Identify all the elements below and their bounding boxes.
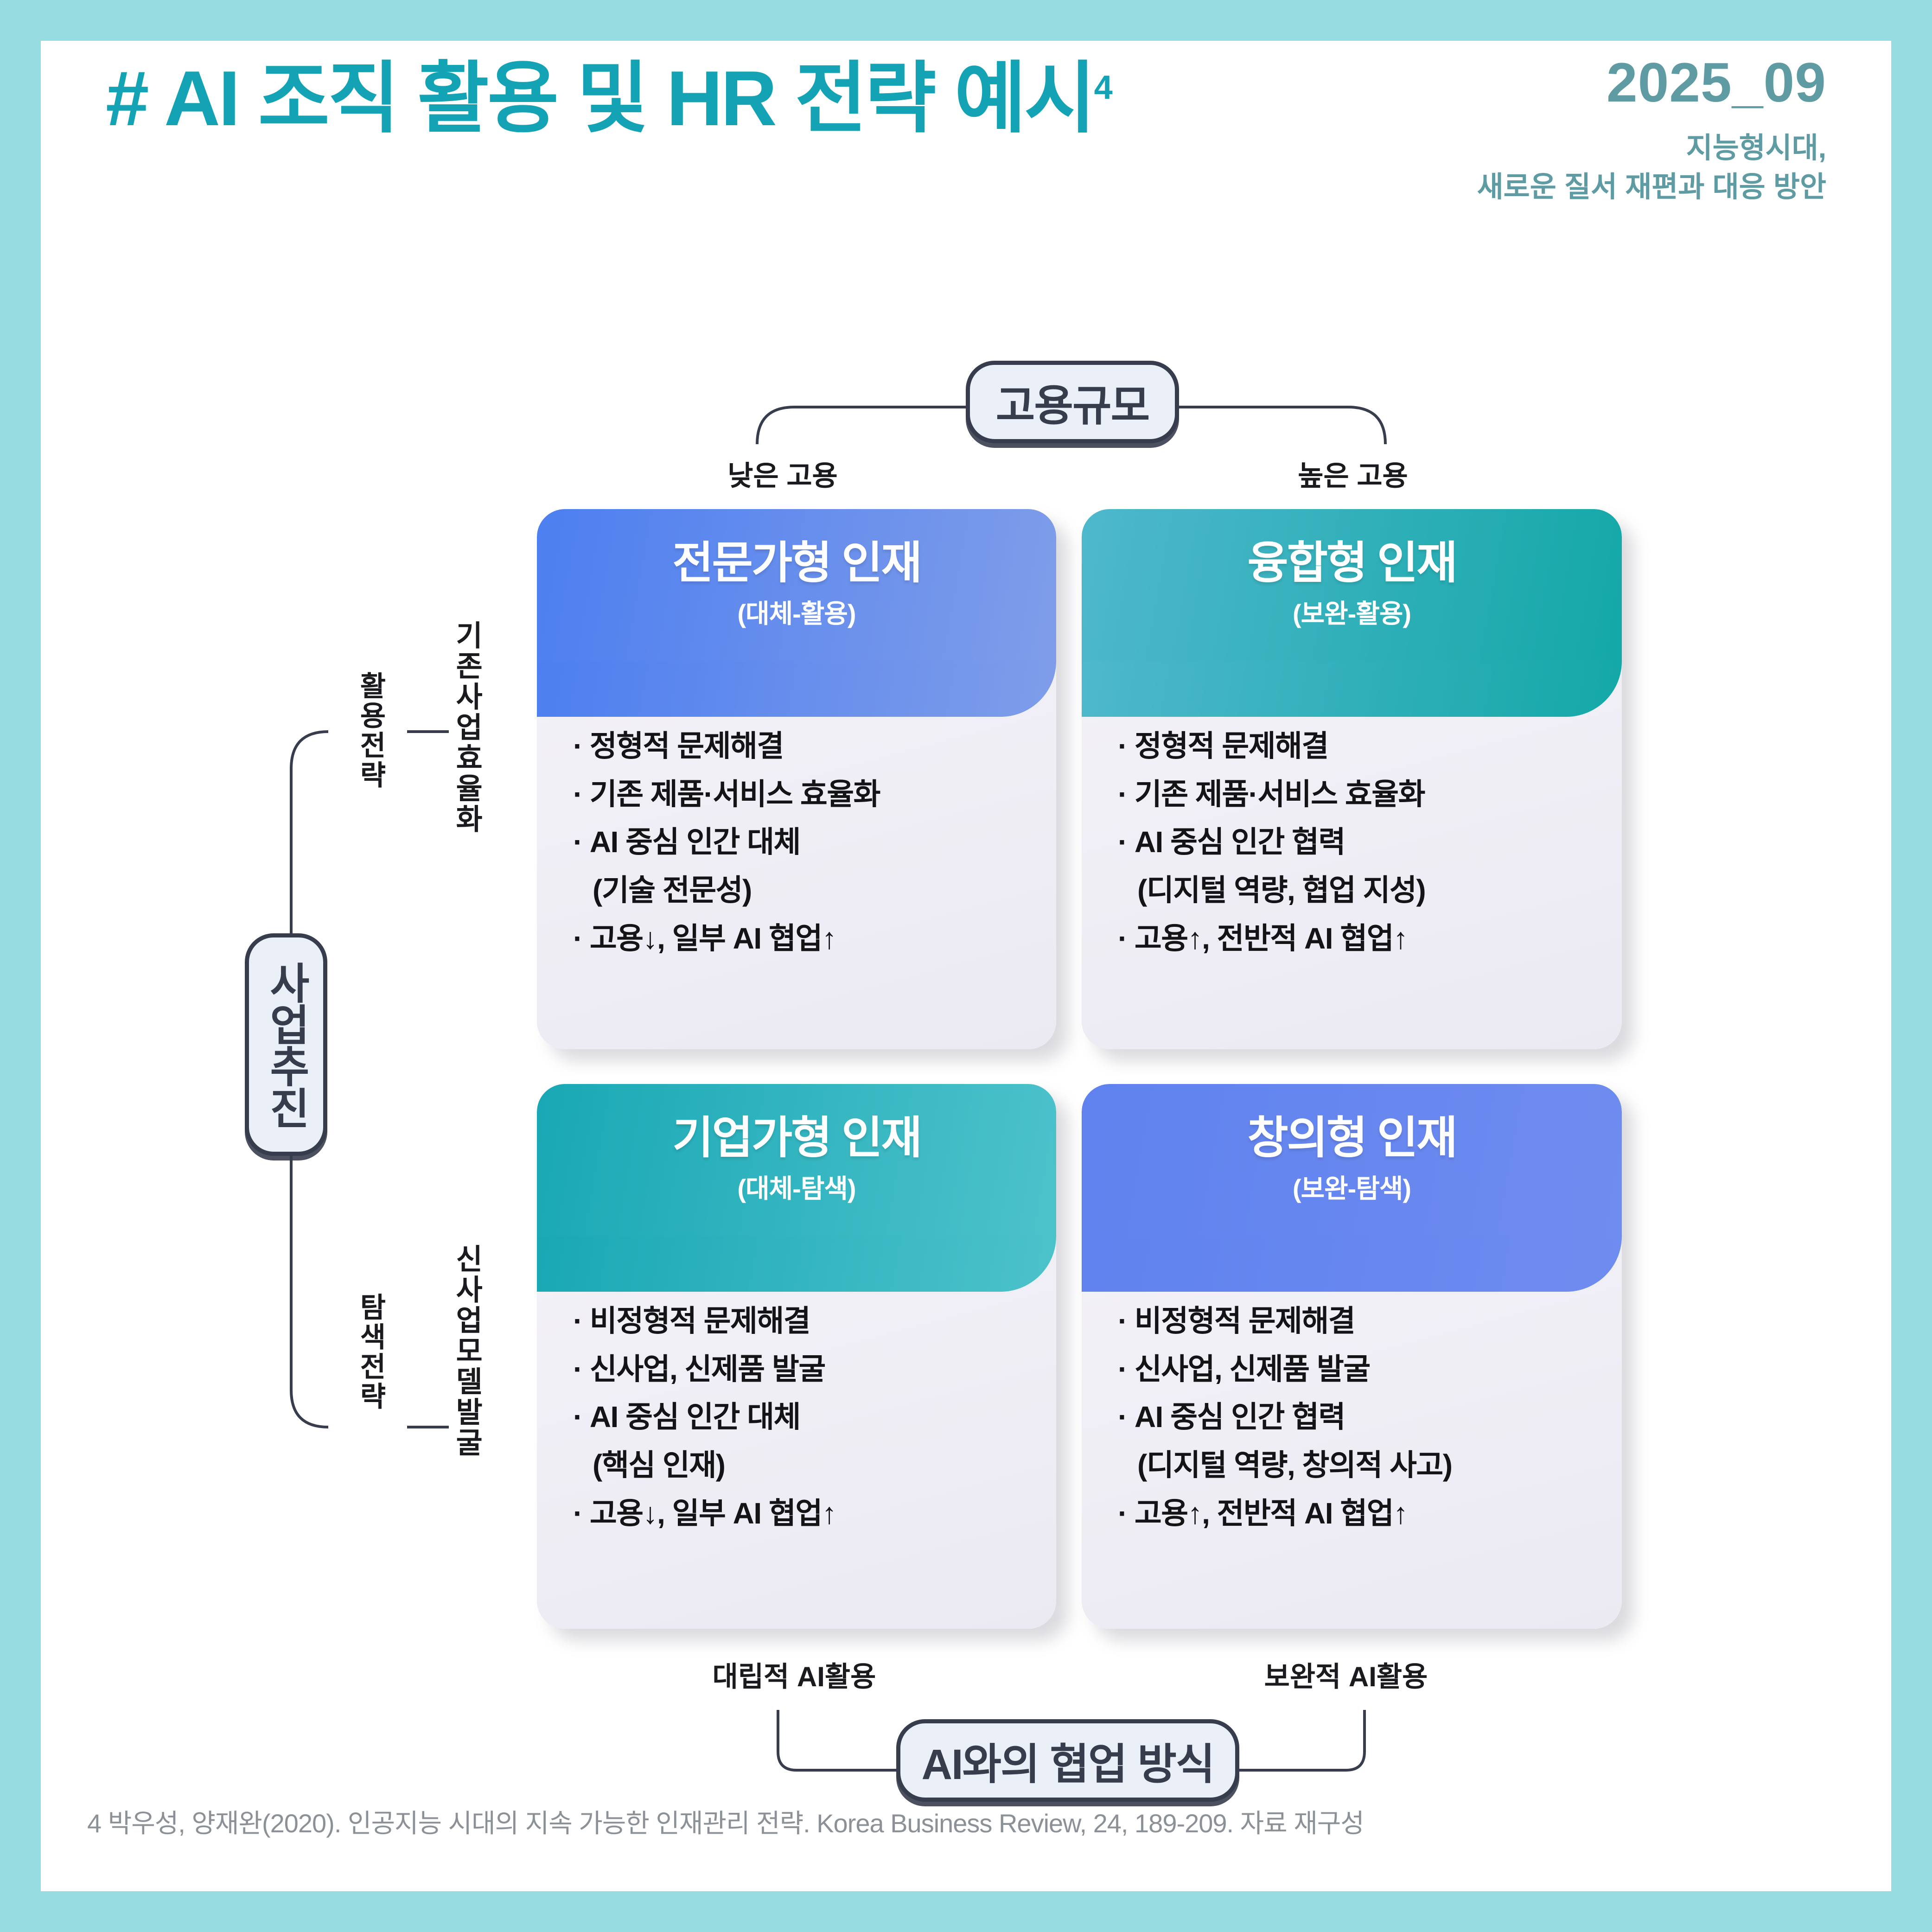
list-item-continuation: (핵심 인재) <box>573 1441 1028 1490</box>
page-title-text: # AI 조직 활용 및 HR 전략 예시 <box>106 55 1096 142</box>
bullet-dot-icon: · <box>573 777 583 811</box>
list-item-label: 정형적 문제해결 <box>1134 729 1329 763</box>
list-item-label: AI 중심 인간 협력 <box>1134 1400 1346 1434</box>
list-item-continuation: (디지털 역량, 창의적 사고) <box>1118 1441 1594 1490</box>
bullet-dot-icon: · <box>573 921 583 955</box>
bullet-dot-icon: · <box>1118 1400 1128 1434</box>
list-item-label: (핵심 인재) <box>593 1448 726 1482</box>
list-item-label: 신사업, 신제품 발굴 <box>589 1352 826 1386</box>
card-subtitle: (대체-탐색) <box>737 1173 856 1203</box>
card-title: 전문가형 인재 <box>672 538 922 588</box>
list-item-label: 기존 제품·서비스 효율화 <box>1134 777 1426 811</box>
list-item: ·정형적 문제해결 <box>1118 722 1594 771</box>
axis-badge-employment-scale: 고용규모 <box>966 361 1179 443</box>
list-item-label: 정형적 문제해결 <box>589 729 784 763</box>
header: # AI 조직 활용 및 HR 전략 예시4 2025_09 지능형시대, 새로… <box>41 41 1891 300</box>
list-item-continuation: (디지털 역량, 협업 지성) <box>1118 867 1594 915</box>
card-header: 융합형 인재 (보완-활용) <box>1082 509 1622 717</box>
bullet-dot-icon: · <box>1118 1304 1128 1338</box>
quadrant-card-expert-talent: 전문가형 인재 (대체-활용) ·정형적 문제해결 ·기존 제품·서비스 효율화… <box>537 509 1056 1049</box>
page-title: # AI 조직 활용 및 HR 전략 예시4 <box>106 59 1113 137</box>
card-header: 창의형 인재 (보완-탐색) <box>1082 1084 1622 1292</box>
axis-label-high-employment: 높은 고용 <box>1298 460 1408 491</box>
card-bullet-list: ·비정형적 문제해결 ·신사업, 신제품 발굴 ·AI 중심 인간 대체 (핵심… <box>537 1269 1056 1537</box>
poster-canvas: # AI 조직 활용 및 HR 전략 예시4 2025_09 지능형시대, 새로… <box>41 41 1891 1891</box>
card-header: 기업가형 인재 (대체-탐색) <box>537 1084 1056 1292</box>
bullet-dot-icon: · <box>573 1352 583 1386</box>
page-title-superscript: 4 <box>1094 69 1113 106</box>
list-item: ·AI 중심 인간 협력 <box>1118 818 1594 867</box>
list-item: ·기존 제품·서비스 효율화 <box>573 771 1028 819</box>
list-item: ·신사업, 신제품 발굴 <box>573 1345 1028 1394</box>
axis-badge-ai-collaboration-mode: AI와의 협업 방식 <box>896 1719 1239 1802</box>
axis-label-utilization-strategy: 활용전략 <box>355 671 386 790</box>
list-item: ·AI 중심 인간 대체 <box>573 818 1028 867</box>
list-item: ·신사업, 신제품 발굴 <box>1118 1345 1594 1394</box>
bullet-dot-icon: · <box>1118 825 1128 859</box>
list-item-label: 신사업, 신제품 발굴 <box>1134 1352 1371 1386</box>
card-subtitle: (보완-활용) <box>1292 599 1411 628</box>
bullet-dot-icon: · <box>573 729 583 763</box>
bullet-dot-icon: · <box>1118 777 1128 811</box>
axis-label-complementary-ai-use: 보완적 AI활용 <box>1264 1661 1428 1692</box>
list-item-label: 기존 제품·서비스 효율화 <box>589 777 881 811</box>
axis-label-new-business-model-discovery: 신사업모델발굴 <box>450 1244 483 1458</box>
card-title: 창의형 인재 <box>1247 1113 1457 1163</box>
bullet-dot-icon: · <box>573 825 583 859</box>
list-item: ·비정형적 문제해결 <box>1118 1297 1594 1345</box>
list-item: ·기존 제품·서비스 효율화 <box>1118 771 1594 819</box>
card-bullet-list: ·비정형적 문제해결 ·신사업, 신제품 발굴 ·AI 중심 인간 협력 (디지… <box>1082 1269 1622 1537</box>
bullet-dot-icon: · <box>1118 729 1128 763</box>
axis-label-low-employment: 낮은 고용 <box>727 460 838 491</box>
list-item-label: 고용↓, 일부 AI 협업↑ <box>589 921 837 955</box>
list-item-label: 비정형적 문제해결 <box>589 1304 811 1338</box>
list-item-label: AI 중심 인간 대체 <box>589 825 801 859</box>
card-title: 기업가형 인재 <box>672 1113 922 1163</box>
axis-badge-business-promotion: 사업추진 <box>245 933 327 1156</box>
list-item: ·정형적 문제해결 <box>573 722 1028 771</box>
list-item: ·고용↓, 일부 AI 협업↑ <box>573 1490 1028 1538</box>
axis-label-existing-business-efficiency: 기존사업효율화 <box>450 620 483 835</box>
list-item-label: 고용↑, 전반적 AI 협업↑ <box>1134 921 1408 955</box>
list-item-label: (디지털 역량, 창의적 사고) <box>1137 1448 1453 1482</box>
list-item: ·고용↓, 일부 AI 협업↑ <box>573 915 1028 963</box>
card-bullet-list: ·정형적 문제해결 ·기존 제품·서비스 효율화 ·AI 중심 인간 협력 (디… <box>1082 695 1622 963</box>
list-item-label: 고용↓, 일부 AI 협업↑ <box>589 1496 837 1530</box>
issue-subtitle: 지능형시대, 새로운 질서 재편과 대응 방안 <box>1477 132 1826 203</box>
list-item: ·비정형적 문제해결 <box>573 1297 1028 1345</box>
card-bullet-list: ·정형적 문제해결 ·기존 제품·서비스 효율화 ·AI 중심 인간 대체 (기… <box>537 695 1056 963</box>
list-item-label: AI 중심 인간 협력 <box>1134 825 1346 859</box>
list-item-label: (디지털 역량, 협업 지성) <box>1137 874 1426 907</box>
list-item: ·고용↑, 전반적 AI 협업↑ <box>1118 915 1594 963</box>
footnote-citation: 4 박우성, 양재완(2020). 인공지능 시대의 지속 가능한 인재관리 전… <box>87 1809 1365 1838</box>
quadrant-card-convergent-talent: 융합형 인재 (보완-활용) ·정형적 문제해결 ·기존 제품·서비스 효율화 … <box>1082 509 1622 1049</box>
list-item-label: 고용↑, 전반적 AI 협업↑ <box>1134 1496 1408 1530</box>
list-item-continuation: (기술 전문성) <box>573 867 1028 915</box>
axis-label-exploration-strategy: 탐색전략 <box>355 1293 386 1411</box>
list-item-label: (기술 전문성) <box>593 874 752 907</box>
quadrant-card-entrepreneurial-talent: 기업가형 인재 (대체-탐색) ·비정형적 문제해결 ·신사업, 신제품 발굴 … <box>537 1084 1056 1629</box>
quadrant-card-creative-talent: 창의형 인재 (보완-탐색) ·비정형적 문제해결 ·신사업, 신제품 발굴 ·… <box>1082 1084 1622 1629</box>
bullet-dot-icon: · <box>1118 1352 1128 1386</box>
axis-label-opposing-ai-use: 대립적 AI활용 <box>712 1661 876 1692</box>
card-subtitle: (보완-탐색) <box>1292 1173 1411 1203</box>
bullet-dot-icon: · <box>573 1304 583 1338</box>
bullet-dot-icon: · <box>1118 921 1128 955</box>
card-header: 전문가형 인재 (대체-활용) <box>537 509 1056 717</box>
list-item: ·AI 중심 인간 대체 <box>573 1393 1028 1441</box>
list-item-label: AI 중심 인간 대체 <box>589 1400 801 1434</box>
bullet-dot-icon: · <box>573 1400 583 1434</box>
card-title: 융합형 인재 <box>1247 538 1457 588</box>
issue-date: 2025_09 <box>1606 51 1826 114</box>
list-item: ·AI 중심 인간 협력 <box>1118 1393 1594 1441</box>
bullet-dot-icon: · <box>573 1496 583 1530</box>
list-item: ·고용↑, 전반적 AI 협업↑ <box>1118 1490 1594 1538</box>
bullet-dot-icon: · <box>1118 1496 1128 1530</box>
list-item-label: 비정형적 문제해결 <box>1134 1304 1356 1338</box>
card-subtitle: (대체-활용) <box>737 599 856 628</box>
